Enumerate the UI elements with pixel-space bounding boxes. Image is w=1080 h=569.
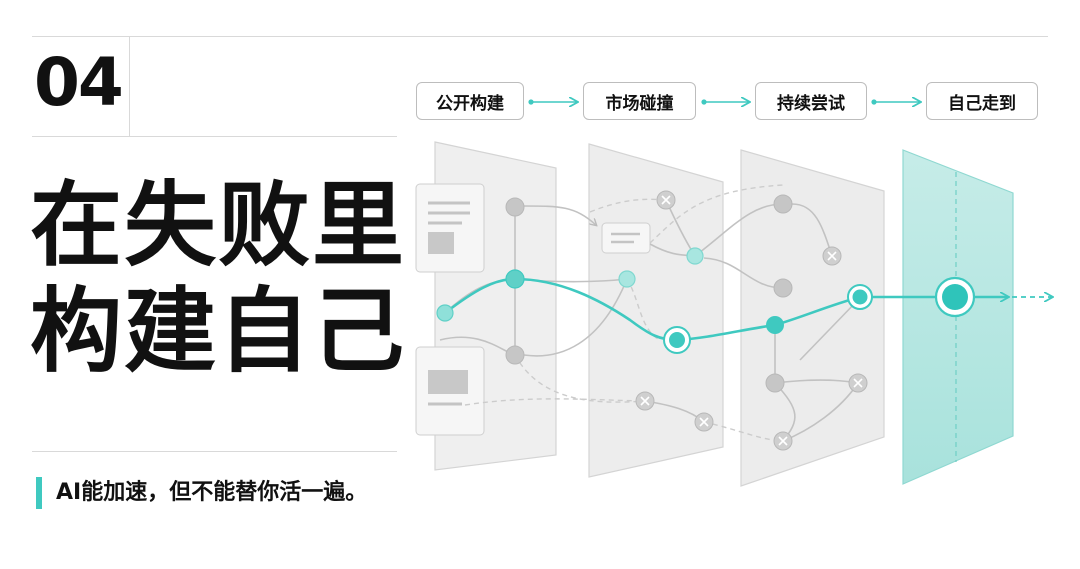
chapter-rule: [32, 136, 397, 137]
panel-3: [740, 149, 885, 487]
gray-nodes: [505, 194, 793, 393]
node: [766, 316, 784, 334]
flow-step-market-collision: 市场碰撞: [583, 82, 696, 120]
top-rule: [32, 36, 1048, 37]
flow-arrows: [528, 99, 920, 104]
chapter-number: 04: [34, 44, 124, 121]
document-icon: [415, 183, 485, 273]
title-line-1: 在失败里: [30, 172, 407, 279]
fail-x-icon: [635, 391, 655, 411]
chapter-divider: [129, 36, 130, 136]
node: [773, 278, 793, 298]
panel-4: [902, 149, 1014, 485]
node: [436, 304, 454, 322]
node: [686, 247, 704, 265]
subtitle: AI能加速，但不能替你活一遍。: [56, 480, 368, 505]
accent-bar: [36, 477, 42, 509]
panels: [434, 141, 1014, 487]
flow-step-build-in-public: 公开构建: [416, 82, 524, 120]
fail-x-icon: [656, 190, 676, 210]
fail-x-icon: [848, 373, 868, 393]
subtitle-rule: [32, 451, 397, 452]
node: [505, 269, 525, 289]
fail-nodes: [635, 190, 868, 451]
node: [618, 270, 636, 288]
fail-x-icon: [822, 246, 842, 266]
document-cards: [415, 183, 651, 436]
document-icon: [601, 222, 651, 254]
flow-step-keep-trying: 持续尝试: [755, 82, 867, 120]
node: [505, 345, 525, 365]
fail-x-icon: [694, 412, 714, 432]
fail-x-icon: [773, 431, 793, 451]
node: [773, 194, 793, 214]
teal-nodes: [436, 247, 976, 354]
node: [765, 373, 785, 393]
title-line-2: 构建自己: [30, 278, 407, 385]
node: [505, 197, 525, 217]
flow-step-walk-it-yourself: 自己走到: [926, 82, 1038, 120]
